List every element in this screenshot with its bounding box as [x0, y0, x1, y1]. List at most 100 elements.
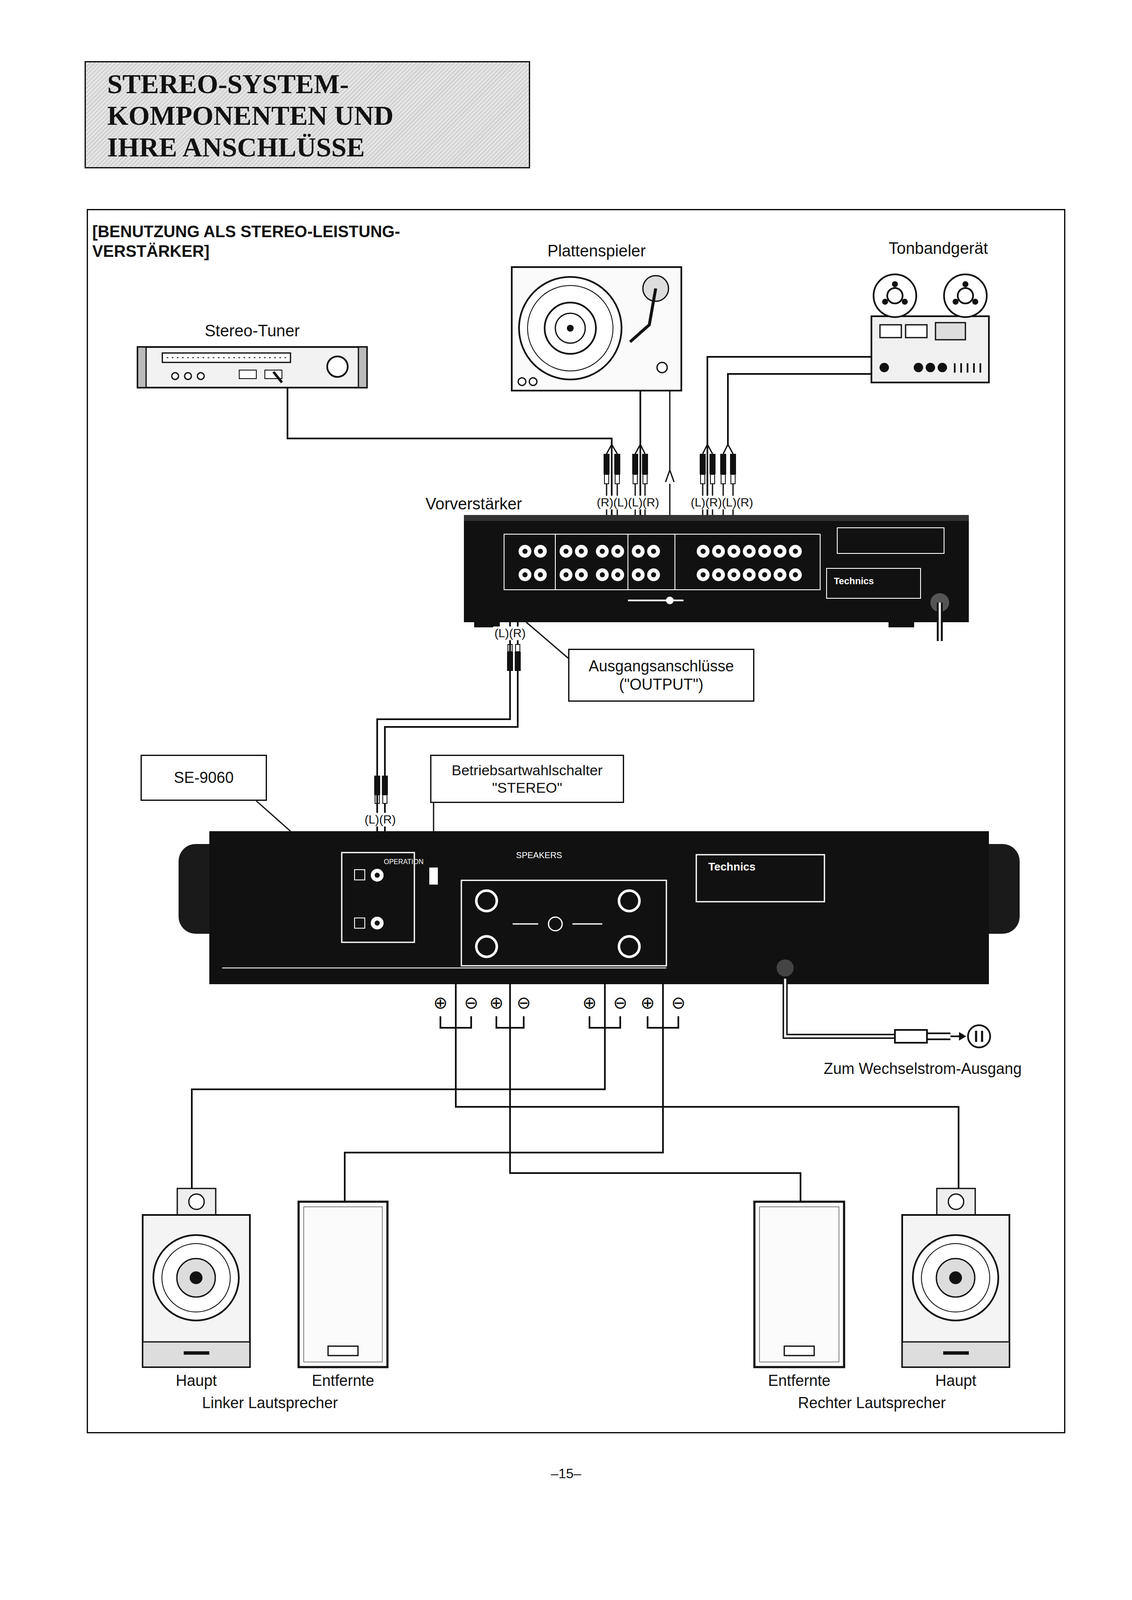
preamplifier-drawing	[611, 544, 625, 558]
plug-channel-label: (L)(R)	[363, 812, 397, 827]
tape-recorder-drawing	[871, 274, 989, 383]
rca-plugs	[382, 794, 388, 804]
stereo-tuner-drawing	[327, 356, 348, 377]
rca-plugs	[614, 453, 621, 484]
rca-plugs	[665, 390, 675, 515]
tape-recorder-drawing	[905, 324, 927, 338]
power-amplifier-drawing	[776, 958, 794, 977]
polarity-sign: ⊕	[580, 993, 599, 1011]
preamplifier-drawing	[712, 568, 725, 581]
device-label: Stereo-Tuner	[204, 321, 300, 341]
power-amplifier-drawing	[512, 923, 603, 925]
rca-plugs	[720, 453, 727, 484]
speaker-drawings	[153, 1234, 239, 1320]
polarity-sign: ⊕	[431, 993, 449, 1011]
preamplifier-drawing	[936, 602, 943, 641]
speaker-drawings	[142, 1341, 250, 1367]
cable	[287, 387, 612, 515]
power-amplifier-drawing	[209, 830, 989, 984]
preamplifier-drawing	[758, 544, 772, 558]
preamplifier-drawing	[533, 544, 547, 558]
preamplifier-drawing	[773, 544, 787, 558]
speaker-label: Haupt	[935, 1370, 977, 1390]
tape-recorder-drawing	[891, 281, 898, 288]
callout-box: Betriebsartwahlschalter "STEREO"	[430, 754, 625, 803]
page-number: –15–	[549, 1465, 583, 1481]
callout-box: SE-9060	[140, 754, 267, 801]
power-amplifier: Technics	[178, 830, 1020, 984]
power-amplifier-drawing	[618, 890, 640, 911]
turntable-drawing	[566, 324, 574, 332]
speaker-drawings	[784, 1345, 815, 1355]
speaker-drawings	[936, 1258, 975, 1297]
tape-recorder-drawing	[962, 281, 969, 288]
power-amplifier-drawing	[476, 890, 497, 911]
tape-recorder-drawing	[957, 287, 974, 304]
preamplifier-drawing	[559, 568, 573, 581]
cable	[344, 983, 663, 1202]
turntable-drawing	[529, 377, 537, 386]
preamplifier-drawing	[518, 568, 532, 581]
power-cord	[785, 978, 895, 1036]
stereo-tuner-drawing	[166, 357, 287, 358]
polarity-sign: ⊕	[487, 993, 505, 1011]
power-amplifier-drawing	[696, 854, 825, 902]
stereo-tuner-drawing	[171, 372, 179, 380]
speaker-drawings	[303, 1206, 383, 1362]
tape-recorder-drawing	[937, 362, 948, 373]
preamplifier-drawing	[595, 544, 609, 558]
turntable-drawing	[519, 276, 622, 380]
frame-heading: [BENUTZUNG ALS STEREO-LEISTUNG- VERSTÄRK…	[92, 222, 469, 262]
speaker-drawings	[754, 1201, 845, 1367]
speaker-drawings	[328, 1345, 358, 1355]
stereo-tuner: Stereo-Tuner	[137, 346, 367, 388]
power-amplifier-drawing	[370, 868, 384, 882]
tape-recorder-drawing	[871, 316, 989, 383]
power-amplifier-drawing	[618, 935, 640, 957]
power-cord	[967, 1024, 991, 1047]
device-label: Vorverstärker	[425, 494, 523, 514]
power-cord	[976, 1030, 983, 1042]
preamplifier-drawing	[712, 544, 725, 558]
preamplifier-drawing	[938, 602, 942, 641]
rca-plugs	[727, 373, 872, 445]
power-cord	[926, 1032, 964, 1039]
remote-speaker: Entfernte	[298, 1201, 388, 1367]
preamplifier-drawing	[727, 544, 741, 558]
turntable: Plattenspieler	[511, 266, 682, 391]
preamplifier-drawing	[647, 544, 660, 558]
panel-marking: SPEAKERS	[514, 850, 564, 860]
main-speaker: Haupt	[902, 1187, 1010, 1367]
device-label: Tonbandgerät	[888, 238, 988, 259]
preamplifier-drawing	[611, 568, 625, 581]
preamplifier-drawing	[727, 568, 741, 581]
preamplifier-drawing	[574, 544, 588, 558]
preamplifier-drawing	[627, 599, 684, 602]
preamplifier-drawing	[533, 568, 547, 581]
stereo-tuner-drawing	[197, 372, 205, 380]
polarity-sign: ⊖	[515, 993, 533, 1011]
callout-text: SE-9060	[173, 768, 234, 787]
cable	[455, 983, 959, 1188]
callout-text: Betriebsartwahlschalter "STEREO"	[437, 761, 617, 797]
power-cord	[894, 1029, 927, 1043]
preamplifier-drawing	[559, 544, 573, 558]
speaker-drawings	[912, 1234, 999, 1320]
rca-plugs	[699, 453, 706, 484]
preamplifier-drawing	[631, 544, 645, 558]
polarity-sign: ⊕	[639, 993, 657, 1011]
terminal-connectors	[440, 1015, 679, 1028]
preamplifier-drawing	[888, 621, 915, 628]
tape-recorder-drawing	[952, 298, 959, 305]
speaker-drawings	[189, 1270, 203, 1284]
stereo-tuner-drawing	[239, 369, 257, 379]
power-amplifier-drawing	[354, 917, 365, 928]
speaker-label: Haupt	[175, 1370, 217, 1390]
stereo-tuner-drawing	[184, 372, 192, 380]
rca-plugs	[514, 651, 521, 671]
preamplifier-drawing	[773, 568, 787, 581]
speaker-drawings	[298, 1201, 388, 1367]
tape-recorder-drawing	[873, 274, 917, 317]
main-speaker: Haupt	[142, 1187, 250, 1367]
tape-recorder: Tonbandgerät	[871, 270, 989, 383]
